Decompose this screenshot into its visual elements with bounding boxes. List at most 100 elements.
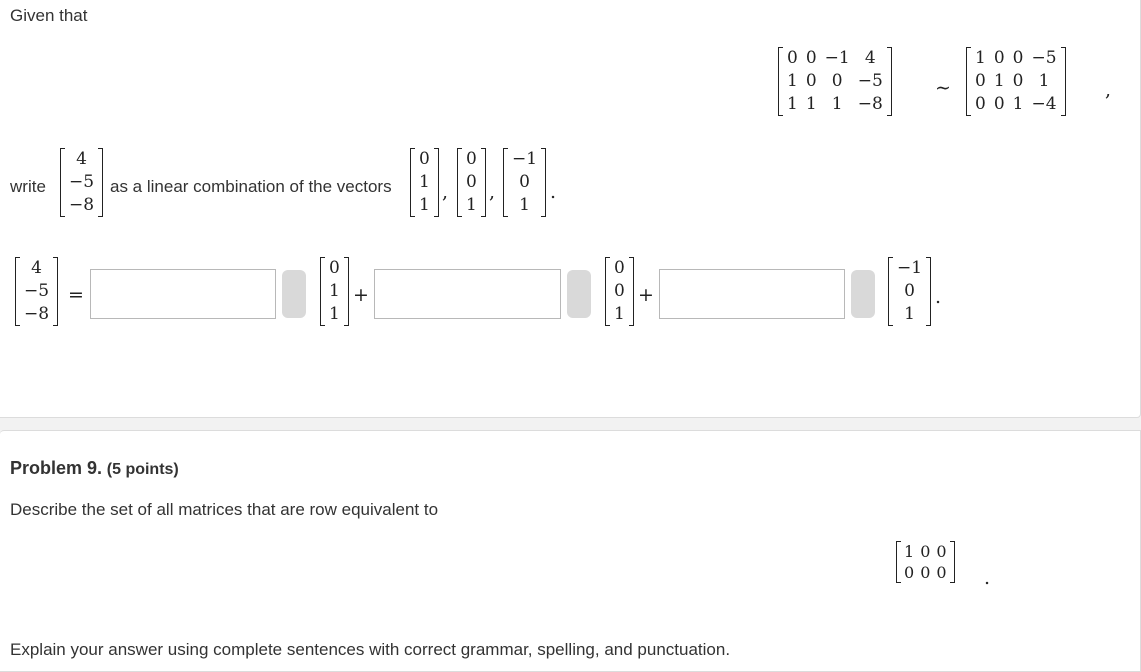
- coefficient-3-input[interactable]: [659, 269, 845, 319]
- linear-combination-label: as a linear combination of the vectors: [110, 177, 392, 196]
- bracket-left: [320, 257, 325, 326]
- problem-8-card: [0, 0, 1141, 418]
- matrix-entry: 1: [787, 71, 798, 91]
- vector-v1: 0 1 1: [410, 148, 439, 217]
- bracket-left: [410, 148, 415, 217]
- coefficient-2-input[interactable]: [374, 269, 561, 319]
- matrix-entry: −5: [24, 281, 50, 301]
- plus-sign: +: [638, 284, 654, 306]
- matrix-entry: 0: [329, 258, 340, 278]
- matrix-entry: 1: [1012, 94, 1024, 114]
- vector-v3: −1 0 1: [503, 148, 547, 217]
- matrix-entry: 0: [993, 94, 1005, 114]
- problem-title: Problem 9. (5 points): [10, 458, 179, 480]
- matrix-entry: 1: [329, 281, 340, 301]
- matrix-entry: −1: [897, 258, 923, 278]
- matrix-entry: −5: [1031, 48, 1057, 68]
- answer-status-badge: [567, 270, 591, 318]
- matrix-entry: −5: [857, 71, 883, 91]
- bracket-left: [888, 257, 893, 326]
- problem-prompt: Describe the set of all matrices that ar…: [10, 500, 439, 519]
- plus-sign: +: [353, 284, 369, 306]
- matrix-entry: 1: [904, 304, 915, 324]
- matrix-entry: −4: [1031, 94, 1057, 114]
- row-equivalent-symbol: ∼: [935, 77, 951, 99]
- vector-v2: 0 0 1: [457, 148, 486, 217]
- matrix-entry: 1: [904, 542, 915, 561]
- matrix-entry: 1: [329, 304, 340, 324]
- matrix-entry: 0: [904, 563, 915, 582]
- matrix-entry: 0: [920, 542, 931, 561]
- matrix-entry: 0: [805, 48, 817, 68]
- matrix-entry: 4: [31, 258, 42, 278]
- bracket-left: [896, 541, 901, 583]
- matrix-entry: −8: [24, 304, 50, 324]
- matrix-entry: 0: [519, 172, 530, 192]
- comma: ,: [489, 181, 496, 203]
- equals-sign: =: [68, 284, 84, 306]
- matrix-entry: 1: [419, 172, 430, 192]
- matrix-entry: −5: [69, 172, 95, 192]
- matrix-entry: −8: [69, 195, 95, 215]
- target-vector: 4 −5 −8: [15, 257, 59, 326]
- vector-v3: −1 0 1: [888, 257, 932, 326]
- matrix-entry: 4: [76, 149, 87, 169]
- matrix-entry: 4: [864, 48, 876, 68]
- problem-number: Problem 9.: [10, 458, 103, 478]
- matrix-entry: 1: [805, 94, 817, 114]
- matrix-entry: 1: [975, 48, 986, 68]
- matrix-entry: 0: [614, 281, 625, 301]
- explain-instruction: Explain your answer using complete sente…: [10, 640, 731, 659]
- bracket-right: [886, 47, 892, 116]
- answer-status-badge: [282, 270, 306, 318]
- matrix-entry: 0: [614, 258, 625, 278]
- bracket-right: [628, 257, 634, 326]
- matrix-entry: 0: [904, 281, 915, 301]
- bracket-left: [966, 47, 971, 116]
- matrix-entry: 1: [993, 71, 1005, 91]
- comma: ,: [442, 181, 449, 203]
- matrix-entry: 1: [419, 195, 430, 215]
- matrix-entry: −1: [512, 149, 538, 169]
- bracket-right: [53, 257, 59, 326]
- matrix-entry: −1: [824, 48, 850, 68]
- coefficient-1-input[interactable]: [90, 269, 276, 319]
- bracket-left: [15, 257, 20, 326]
- bracket-right: [949, 541, 955, 583]
- period: .: [935, 286, 942, 308]
- matrix-entry: 0: [466, 149, 477, 169]
- period: .: [984, 567, 991, 589]
- matrix-entry: 0: [1012, 71, 1024, 91]
- answer-status-badge: [851, 270, 875, 318]
- bracket-left: [503, 148, 508, 217]
- matrix-entry: 0: [419, 149, 430, 169]
- comma: ,: [1105, 79, 1112, 101]
- bracket-right: [480, 148, 486, 217]
- problem-9-card: [0, 430, 1141, 672]
- problem-points: (5 points): [106, 461, 179, 478]
- target-vector: 4 −5 −8: [60, 148, 104, 217]
- bracket-right: [433, 148, 439, 217]
- vector-v1: 0 1 1: [320, 257, 349, 326]
- matrix-entry: 1: [787, 94, 798, 114]
- write-label: write: [10, 177, 46, 196]
- bracket-left: [778, 47, 783, 116]
- matrix-entry: 1: [831, 94, 843, 114]
- matrix-entry: 0: [920, 563, 931, 582]
- given-that-label: Given that: [10, 6, 88, 25]
- matrix-entry: 0: [787, 48, 798, 68]
- matrix-entry: 0: [936, 542, 947, 561]
- matrix-entry: 0: [466, 172, 477, 192]
- bracket-left: [60, 148, 65, 217]
- matrix-entry: 1: [466, 195, 477, 215]
- matrix-entry: 0: [993, 48, 1005, 68]
- bracket-right: [926, 257, 932, 326]
- matrix-entry: −8: [857, 94, 883, 114]
- matrix-entry: 0: [975, 71, 986, 91]
- matrix-entry: 0: [936, 563, 947, 582]
- matrix-entry: 1: [519, 195, 530, 215]
- bracket-right: [343, 257, 349, 326]
